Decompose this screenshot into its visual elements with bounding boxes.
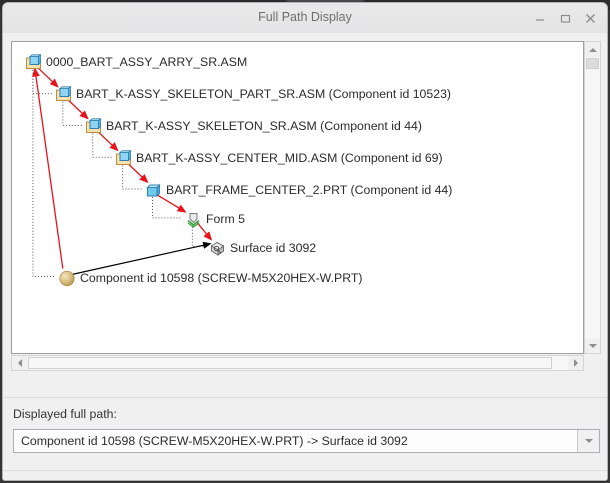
vertical-scrollbar-thumb[interactable] — [586, 58, 599, 69]
tree-node-label: 0000_BART_ASSY_ARRY_SR.ASM — [46, 55, 248, 69]
tree-node-label: BART_K-ASSY_CENTER_MID.ASM (Component id… — [136, 151, 443, 165]
title-bar: Full Path Display — [3, 3, 607, 34]
tree-node[interactable]: Form 5 — [184, 209, 245, 229]
window-title: Full Path Display — [258, 10, 352, 24]
minimize-icon[interactable] — [532, 11, 548, 25]
vertical-scrollbar[interactable] — [584, 41, 601, 354]
sphere-node-icon — [58, 269, 76, 287]
tree-node[interactable]: Surface id 3092 — [208, 238, 316, 258]
displayed-full-path-value: Component id 10598 (SCREW-M5X20HEX-W.PRT… — [21, 434, 408, 448]
scroll-up-arrow-icon[interactable] — [585, 42, 600, 57]
scroll-down-arrow-icon[interactable] — [585, 338, 600, 353]
tree-node-label: Surface id 3092 — [230, 241, 317, 255]
tree-node[interactable]: BART_FRAME_CENTER_2.PRT (Component id 44… — [144, 180, 452, 200]
surface-icon — [208, 239, 226, 257]
chevron-down-icon[interactable] — [577, 430, 599, 452]
tree-node-label: Form 5 — [206, 212, 245, 226]
tree-connectors — [32, 67, 213, 277]
divider — [3, 397, 607, 398]
dialog-body: 0000_BART_ASSY_ARRY_SR.ASM BAR — [3, 33, 607, 480]
scroll-right-arrow-icon[interactable] — [568, 356, 583, 370]
tree-panel: 0000_BART_ASSY_ARRY_SR.ASM BAR — [11, 41, 601, 371]
maximize-icon[interactable] — [557, 11, 573, 25]
assembly-icon — [54, 85, 72, 103]
scroll-left-arrow-icon[interactable] — [12, 356, 27, 370]
displayed-full-path-label: Displayed full path: — [13, 407, 117, 421]
tree-view[interactable]: 0000_BART_ASSY_ARRY_SR.ASM BAR — [11, 41, 584, 354]
part-icon — [144, 181, 162, 199]
tree-node[interactable]: BART_K-ASSY_CENTER_MID.ASM (Component id… — [114, 148, 443, 168]
feature-icon — [184, 210, 202, 228]
horizontal-scrollbar[interactable] — [11, 355, 584, 371]
tree-node[interactable]: BART_K-ASSY_SKELETON_SR.ASM (Component i… — [84, 116, 422, 136]
tree-node[interactable]: Component id 10598 (SCREW-M5X20HEX-W.PRT… — [58, 268, 362, 288]
footer: Close — [3, 471, 607, 480]
tree-node-label: BART_K-ASSY_SKELETON_SR.ASM (Component i… — [106, 119, 422, 133]
assembly-icon — [84, 117, 102, 135]
assembly-icon — [24, 53, 42, 71]
tree-node[interactable]: 0000_BART_ASSY_ARRY_SR.ASM — [24, 52, 247, 72]
window-controls — [532, 11, 598, 25]
footer-divider — [3, 470, 607, 471]
displayed-full-path-combobox[interactable]: Component id 10598 (SCREW-M5X20HEX-W.PRT… — [13, 429, 600, 453]
assembly-icon — [114, 149, 132, 167]
tree-node[interactable]: BART_K-ASSY_SKELETON_PART_SR.ASM (Compon… — [54, 84, 451, 104]
horizontal-scrollbar-thumb[interactable] — [28, 357, 552, 369]
tree-node-label: BART_K-ASSY_SKELETON_PART_SR.ASM (Compon… — [76, 87, 452, 101]
tree-node-label: Component id 10598 (SCREW-M5X20HEX-W.PRT… — [80, 271, 363, 285]
close-icon[interactable] — [582, 11, 598, 25]
tree-node-label: BART_FRAME_CENTER_2.PRT (Component id 44… — [166, 183, 453, 197]
